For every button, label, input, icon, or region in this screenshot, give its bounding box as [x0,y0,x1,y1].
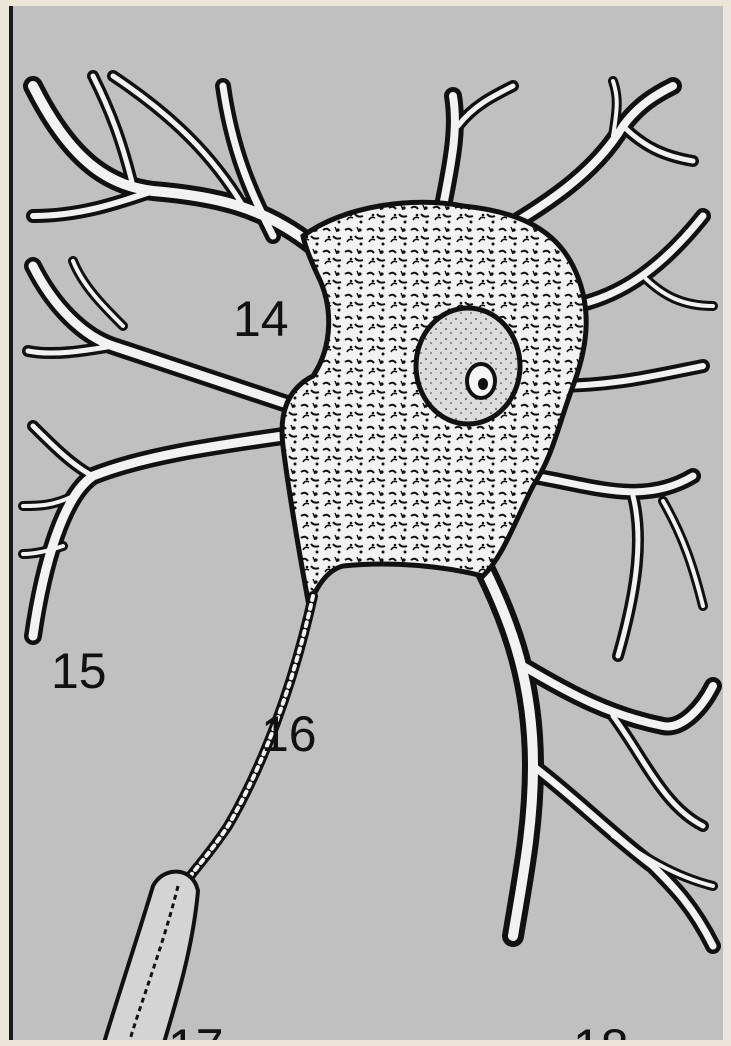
label-14: 14 [233,291,289,347]
label-15: 15 [51,643,107,699]
nucleus [416,308,520,424]
label-16: 16 [261,706,317,762]
neuron-diagram: 14 15 16 17 18 [9,6,723,1040]
label-18: 18 [573,1019,629,1040]
label-17: 17 [168,1019,224,1040]
myelin-sheath [103,872,198,1040]
